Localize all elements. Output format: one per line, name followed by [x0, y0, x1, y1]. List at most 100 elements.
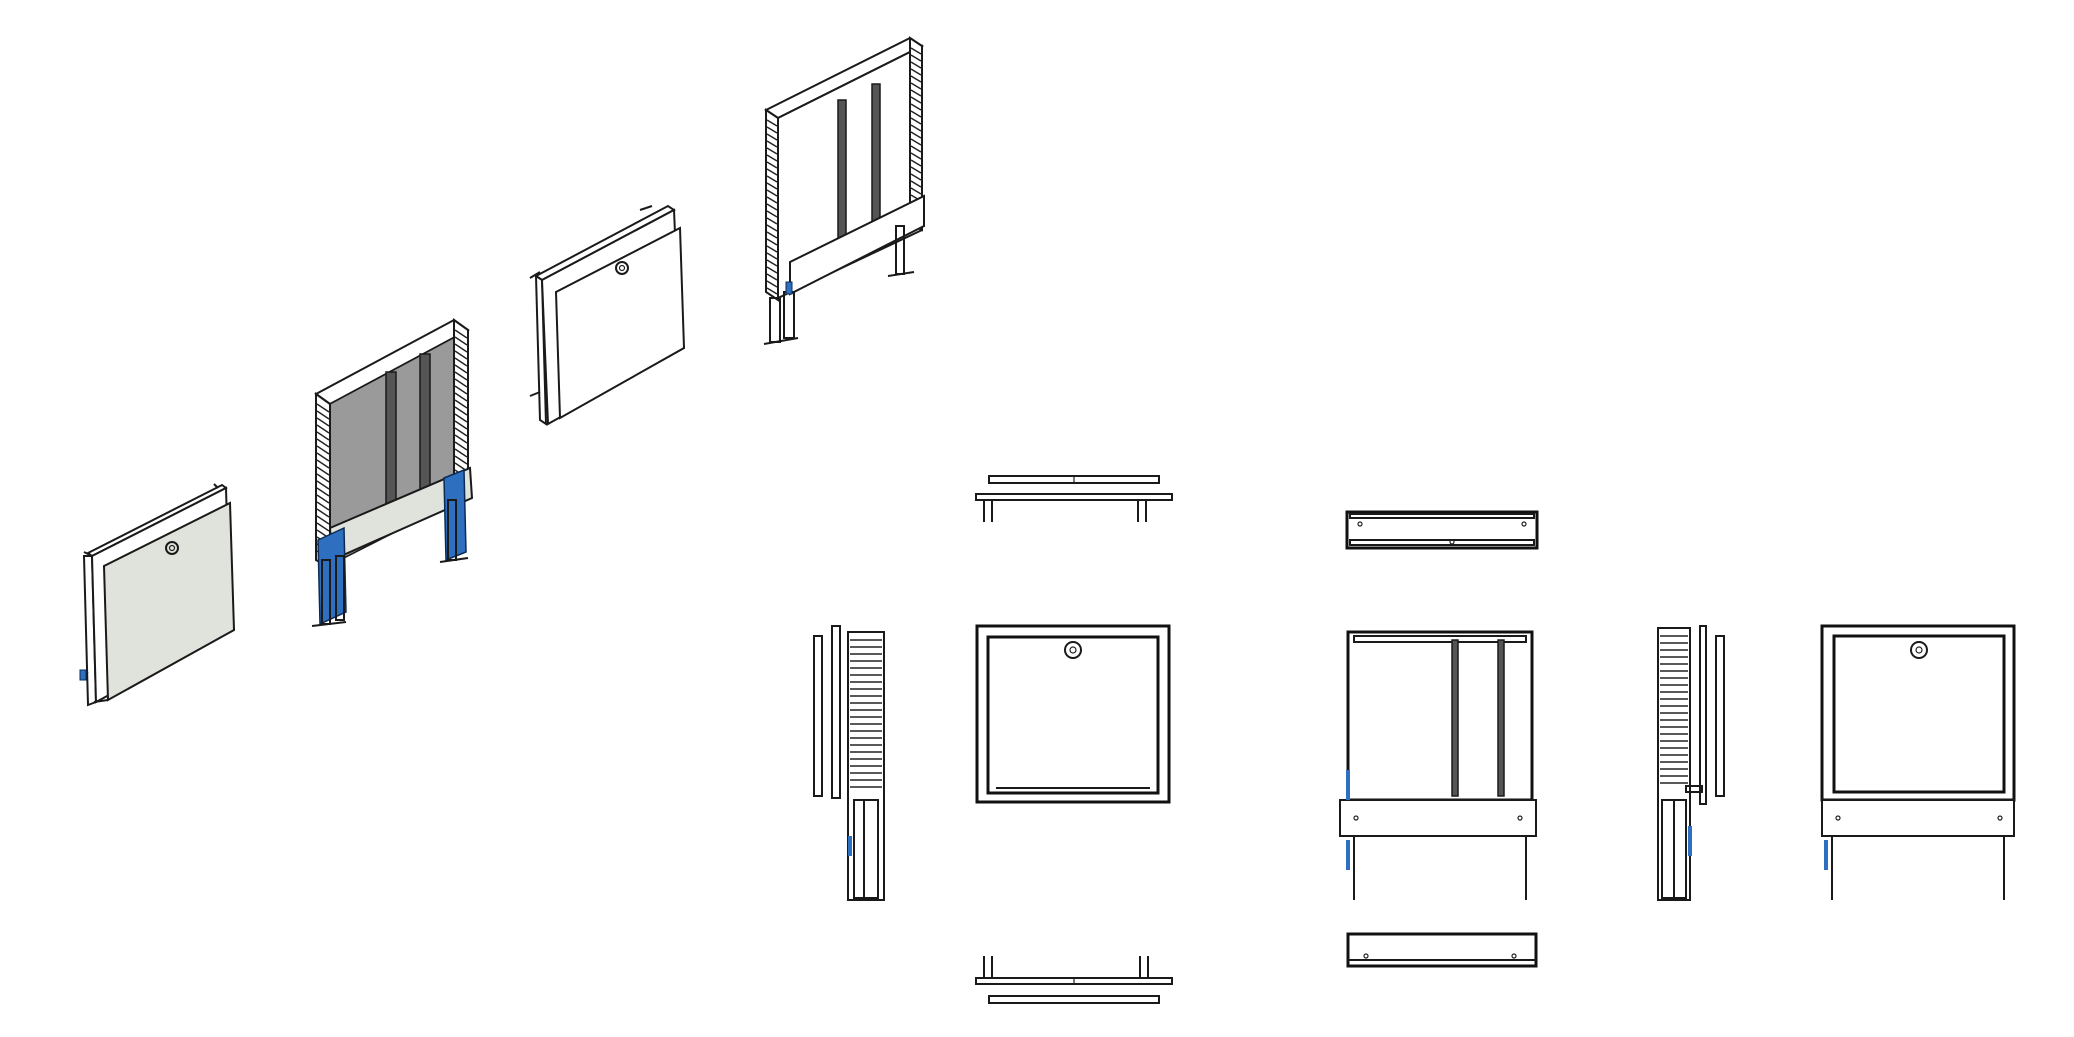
louver-slat	[454, 406, 468, 416]
cover-front-view	[975, 624, 1171, 804]
assembly-side-view	[1657, 625, 1725, 901]
louver-slat	[766, 196, 778, 204]
cover-side-view	[813, 625, 885, 901]
louver-slat	[910, 75, 922, 83]
louver-slat	[454, 336, 468, 346]
louver-slat	[316, 459, 330, 469]
louver-slat	[316, 522, 330, 532]
louver-slat	[316, 452, 330, 462]
louver-slat	[910, 117, 922, 125]
louver-slat	[454, 427, 468, 437]
louver-slat	[910, 187, 922, 195]
louver-slat	[766, 154, 778, 162]
louver-slat	[766, 245, 778, 253]
louver-slat	[910, 68, 922, 76]
louver-slat	[766, 161, 778, 169]
louver-slat	[766, 119, 778, 127]
louver-slat	[910, 124, 922, 132]
louver-slat	[454, 371, 468, 381]
louver-slat	[766, 252, 778, 260]
cabinet-front-view	[1339, 630, 1537, 900]
louver-slat	[316, 494, 330, 504]
louver-slat	[766, 224, 778, 232]
louver-slat	[766, 238, 778, 246]
louver-slat	[910, 159, 922, 167]
louver-slat	[454, 441, 468, 451]
louver-slat	[766, 217, 778, 225]
louver-slat	[910, 180, 922, 188]
louver-slat	[766, 210, 778, 218]
iso-cabinet-frame-with-legs	[311, 318, 474, 627]
louver-slat	[454, 350, 468, 360]
louver-slat	[766, 147, 778, 155]
louver-slat	[766, 182, 778, 190]
louver-slat	[454, 378, 468, 388]
cabinet-top-view	[1345, 510, 1539, 550]
louver-slat	[766, 140, 778, 148]
louver-slat	[316, 501, 330, 511]
louver-slat	[910, 131, 922, 139]
iso-cabinet-frame-outline	[763, 36, 925, 345]
left-louver-slats-outline	[766, 119, 778, 295]
louver-slat	[316, 403, 330, 413]
louver-slat	[454, 364, 468, 374]
louver-slat	[454, 392, 468, 402]
louver-slat	[316, 508, 330, 518]
cabinet-bottom-view	[1346, 932, 1538, 968]
louver-slat	[766, 273, 778, 281]
louver-slat	[910, 82, 922, 90]
side-louver-slats	[850, 639, 882, 788]
louver-slat	[766, 126, 778, 134]
louver-slat	[316, 515, 330, 525]
louver-slat	[316, 445, 330, 455]
louver-slat	[316, 487, 330, 497]
louver-slat	[766, 175, 778, 183]
louver-slat	[910, 61, 922, 69]
louver-slat	[910, 96, 922, 104]
louver-slat	[766, 287, 778, 295]
louver-slat	[910, 89, 922, 97]
louver-slat	[316, 417, 330, 427]
louver-slat	[454, 385, 468, 395]
louver-slat	[910, 138, 922, 146]
louver-slat	[910, 47, 922, 55]
louver-slat	[766, 280, 778, 288]
right-louver-slats-outline	[910, 47, 922, 223]
assembly-louver-slats	[1660, 635, 1688, 784]
louver-slat	[316, 410, 330, 420]
louver-slat	[454, 448, 468, 458]
cover-top-view	[975, 475, 1173, 522]
louver-slat	[766, 259, 778, 267]
louver-slat	[316, 438, 330, 448]
iso-cover-door-exploded	[529, 204, 686, 426]
assembly-front-view	[1820, 624, 2016, 900]
louver-slat	[316, 480, 330, 490]
louver-slat	[910, 103, 922, 111]
louver-slat	[316, 431, 330, 441]
louver-slat	[766, 231, 778, 239]
louver-slat	[454, 434, 468, 444]
louver-slat	[766, 189, 778, 197]
iso-cover-door-assembled	[79, 483, 236, 707]
louver-slat	[910, 152, 922, 160]
louver-slat	[316, 424, 330, 434]
louver-slat	[910, 54, 922, 62]
louver-slat	[766, 133, 778, 141]
louver-slat	[316, 473, 330, 483]
louver-slat	[454, 357, 468, 367]
louver-slat	[316, 466, 330, 476]
louver-slat	[766, 266, 778, 274]
louver-slat	[910, 110, 922, 118]
louver-slat	[766, 168, 778, 176]
louver-slat	[766, 203, 778, 211]
louver-slat	[910, 145, 922, 153]
louver-slat	[454, 343, 468, 353]
louver-slat	[454, 399, 468, 409]
louver-slat	[454, 420, 468, 430]
louver-slat	[454, 455, 468, 465]
louver-slat	[910, 166, 922, 174]
cover-bottom-view	[975, 956, 1173, 1004]
louver-slat	[910, 173, 922, 181]
louver-slat	[454, 413, 468, 423]
